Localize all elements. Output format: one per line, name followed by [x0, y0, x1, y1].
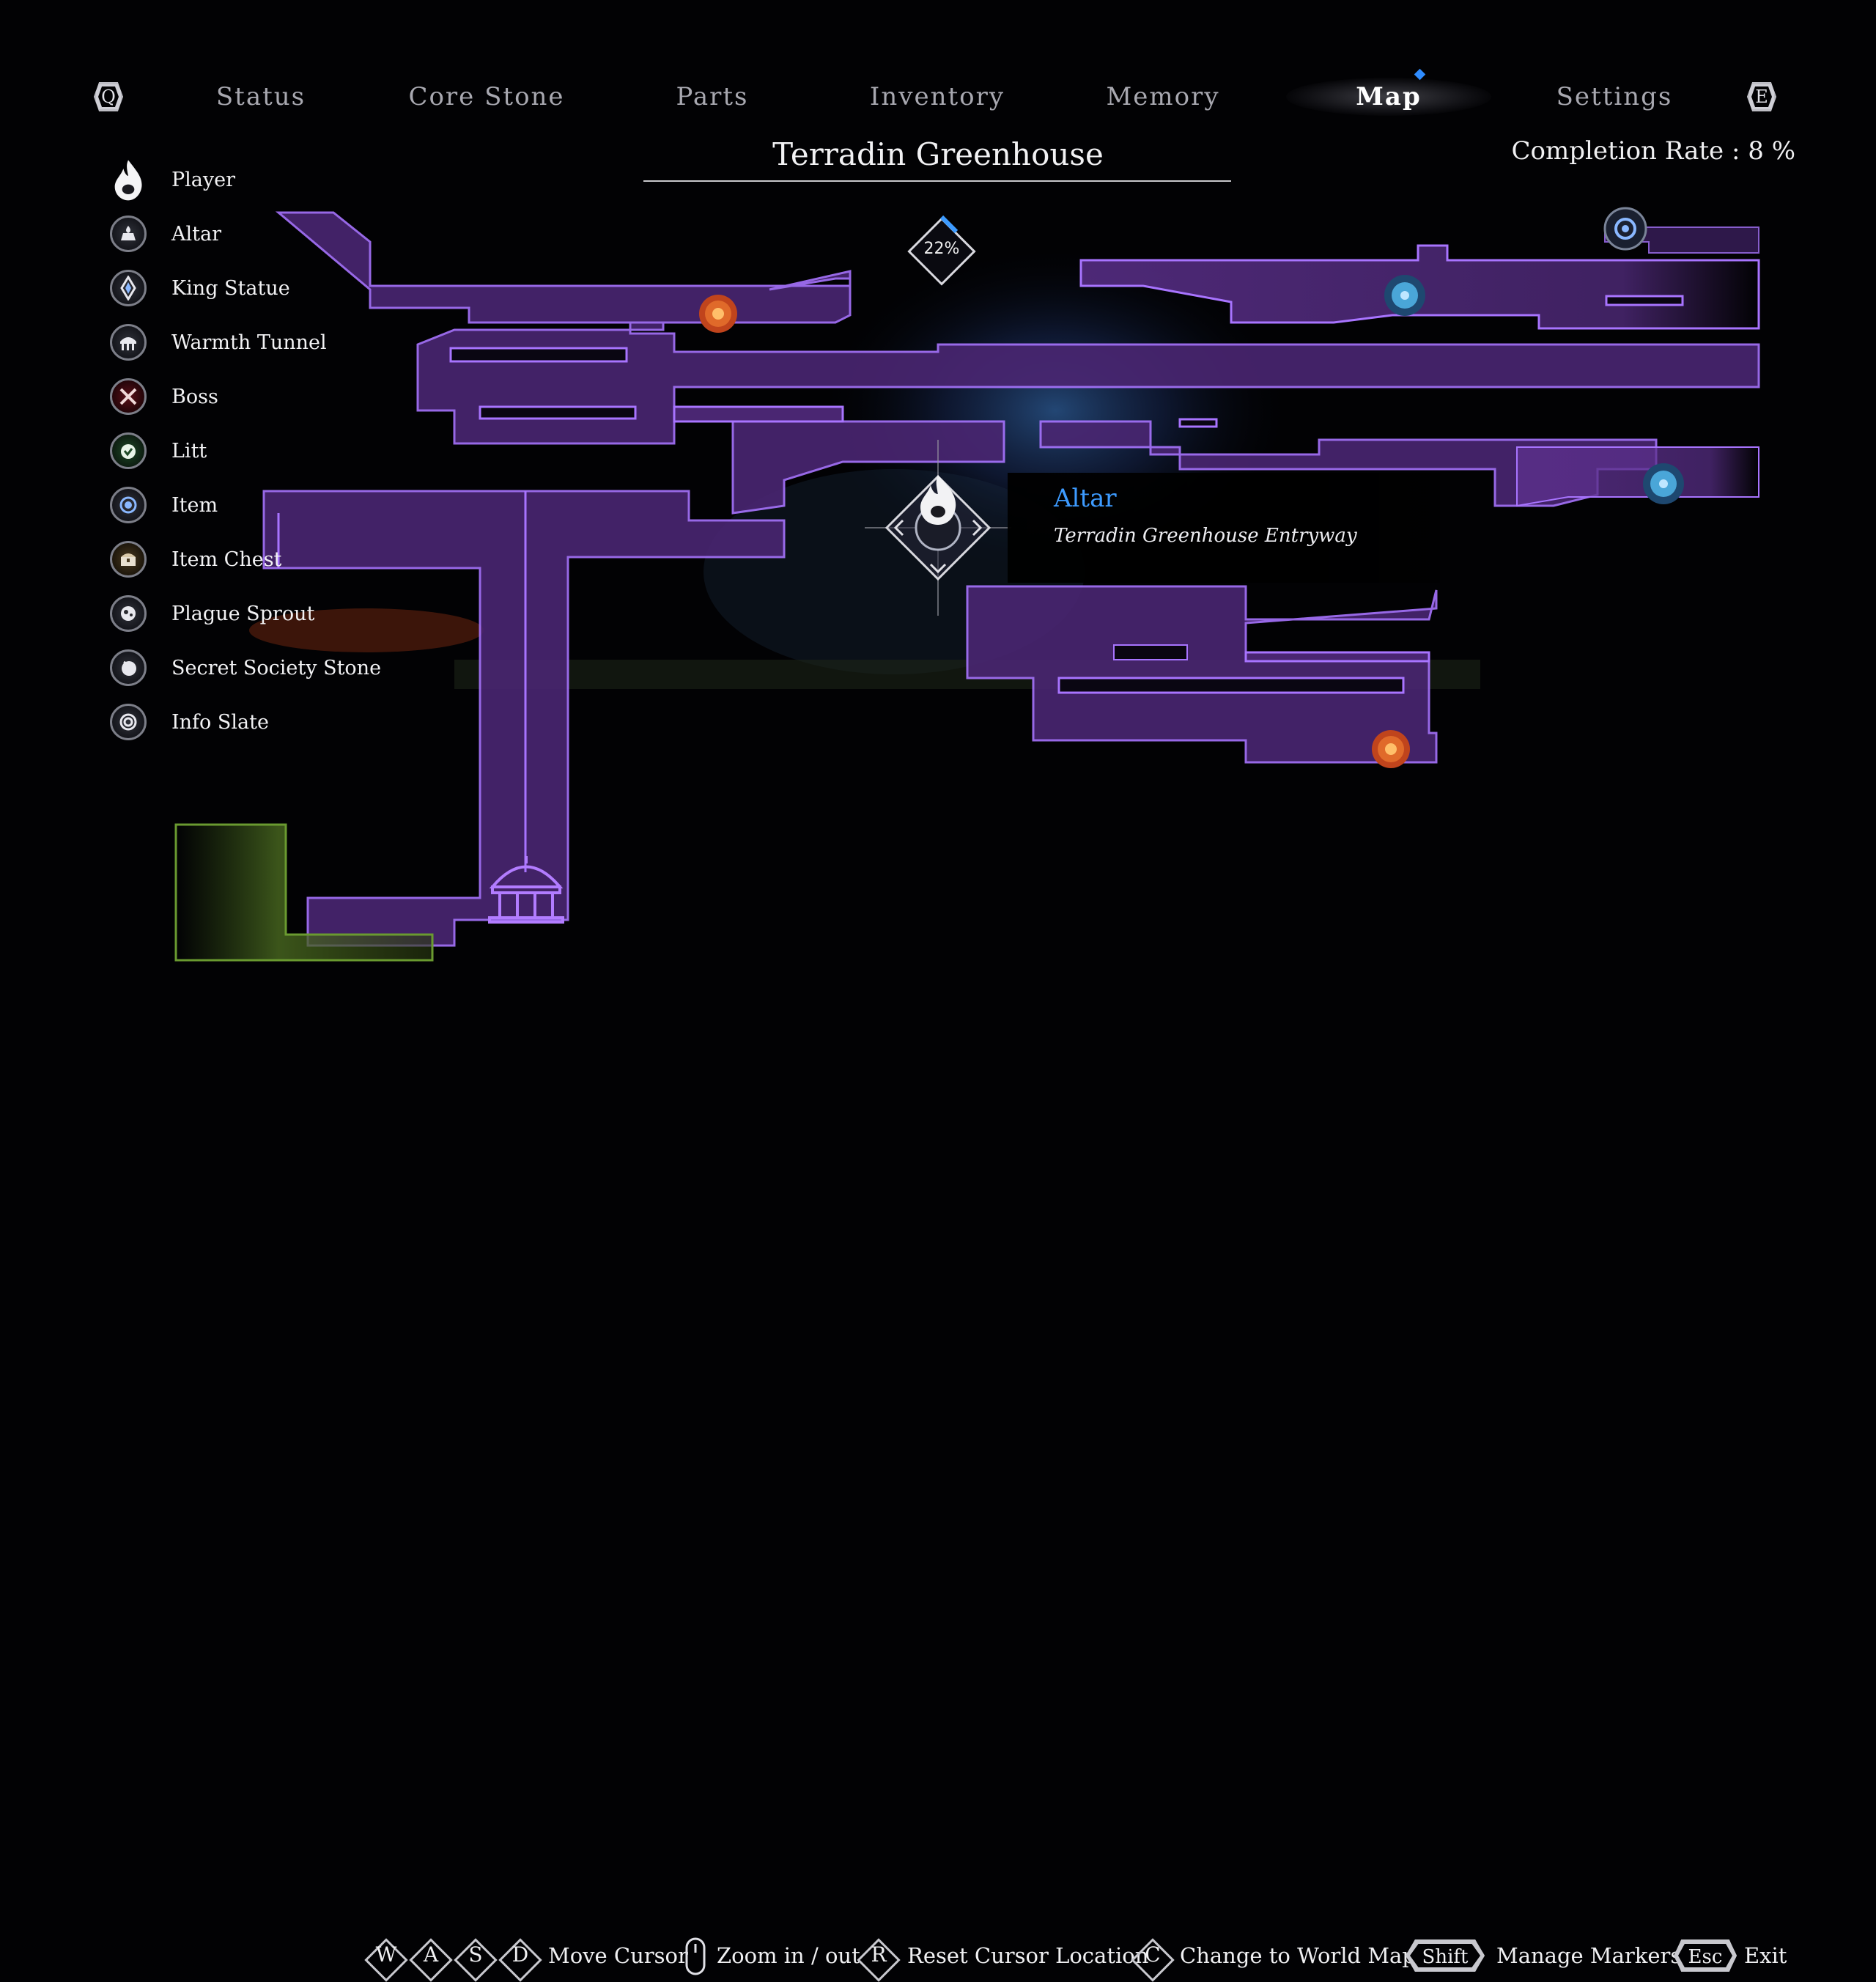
legend-item-boss[interactable]: Boss [110, 375, 218, 419]
hint-move-cursor: Move Cursor [548, 1943, 688, 1968]
active-tab-highlight [1286, 78, 1491, 116]
secret-society-stone-icon [110, 649, 147, 686]
key-s-label: S [468, 1942, 483, 1967]
king-statue-icon [110, 270, 147, 306]
area-progress-percent: 22% [923, 240, 960, 258]
tooltip-title: Altar [1054, 484, 1117, 513]
key-hint-e[interactable]: E [1747, 82, 1776, 111]
legend-item-item-chest[interactable]: Item Chest [110, 537, 281, 581]
legend-item-altar[interactable]: Altar [110, 212, 221, 256]
legend-item-litt[interactable]: Litt [110, 429, 207, 473]
legend-item-king-statue[interactable]: King Statue [110, 266, 290, 310]
key-shift-icon: Shift [1406, 1939, 1485, 1972]
control-hints: W A S D Move Cursor Zoom in / out R Rese… [0, 968, 1876, 1982]
info-slate-icon [110, 704, 147, 740]
key-hint-q[interactable]: Q [94, 82, 123, 111]
legend-item-plague-sprout[interactable]: Plague Sprout [110, 592, 314, 636]
legend-label: Info Slate [171, 710, 269, 734]
hint-exit[interactable]: Exit [1744, 1943, 1787, 1968]
legend-label: Plague Sprout [171, 602, 315, 625]
legend-item-item[interactable]: Item [110, 483, 218, 527]
altar-icon [110, 215, 147, 252]
area-progress-arc [939, 215, 959, 234]
legend-label: Litt [171, 439, 207, 463]
legend-item-secret-society-stone[interactable]: Secret Society Stone [110, 646, 381, 690]
key-esc-label: Esc [1678, 1944, 1732, 1967]
legend-label: King Statue [171, 276, 290, 300]
completion-rate: Completion Rate : 8 % [1511, 136, 1795, 166]
legend-label: Warmth Tunnel [171, 331, 327, 354]
warmth-tunnel-gazebo-icon [488, 856, 564, 924]
tab-bar: Q Status Core Stone Parts Inventory Memo… [0, 29, 1876, 116]
secret-society-stone-marker [1384, 275, 1425, 316]
item-icon [110, 487, 147, 523]
region-title: Terradin Greenhouse [772, 136, 1104, 172]
item-chest-icon [110, 541, 147, 578]
tab-core-stone[interactable]: Core Stone [408, 82, 565, 111]
legend-label: Item [171, 493, 218, 517]
plague-sprout-marker [1372, 730, 1410, 768]
player-flame-icon [920, 475, 956, 525]
key-c-label: C [1145, 1942, 1161, 1967]
litt-icon [110, 432, 147, 469]
item-marker [1603, 207, 1647, 251]
hint-world-map: Change to World Map [1180, 1943, 1416, 1968]
tab-settings[interactable]: Settings [1556, 82, 1673, 111]
legend-label: Secret Society Stone [171, 656, 382, 679]
legend-item-warmth-tunnel[interactable]: Warmth Tunnel [110, 320, 327, 364]
tooltip-subtitle: Terradin Greenhouse Entryway [1054, 525, 1357, 547]
plague-sprout-marker [699, 295, 737, 333]
secret-society-stone-marker [1643, 463, 1684, 504]
tab-memory[interactable]: Memory [1106, 82, 1220, 111]
key-r-label: R [871, 1942, 887, 1967]
player-flame-icon [110, 160, 147, 201]
hint-manage-markers: Manage Markers [1496, 1943, 1682, 1968]
key-w-label: W [375, 1942, 397, 1967]
key-a-label: A [423, 1942, 439, 1967]
legend-label: Item Chest [171, 548, 282, 571]
key-d-label: D [512, 1942, 529, 1967]
warmth-tunnel-icon [110, 324, 147, 361]
tab-parts[interactable]: Parts [676, 82, 749, 111]
tab-inventory[interactable]: Inventory [869, 82, 1005, 111]
legend-label: Player [171, 168, 236, 191]
legend-label: Boss [171, 385, 218, 408]
tab-map[interactable]: Map [1356, 82, 1422, 111]
title-divider [643, 180, 1231, 182]
hint-reset-cursor: Reset Cursor Location [907, 1943, 1149, 1968]
legend-label: Altar [171, 222, 221, 246]
boss-icon [110, 378, 147, 415]
key-esc-icon: Esc [1674, 1939, 1737, 1972]
mouse-scroll-icon [685, 1937, 706, 1975]
legend-item-player[interactable]: Player [110, 158, 235, 202]
map-cursor[interactable] [865, 440, 1011, 616]
tab-status[interactable]: Status [215, 82, 306, 111]
hint-zoom: Zoom in / out [717, 1943, 860, 1968]
location-tooltip [1008, 473, 1440, 583]
legend-item-info-slate[interactable]: Info Slate [110, 700, 269, 744]
plague-sprout-icon [110, 595, 147, 632]
key-shift-label: Shift [1410, 1944, 1480, 1967]
